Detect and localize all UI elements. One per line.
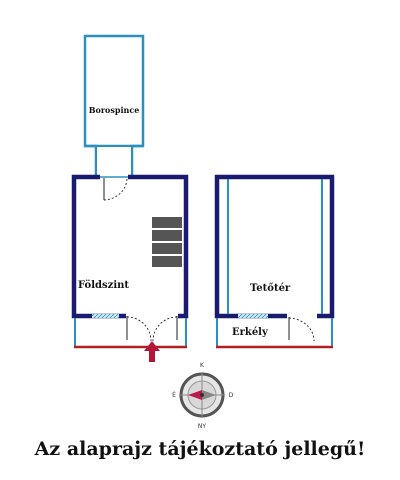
stairs-icon [152,217,182,267]
balcony-door [288,317,315,342]
compass-south-label: NY [198,423,206,430]
compass-rose-icon: K NY É D [172,362,234,430]
ground-floor-window [92,314,119,318]
cellar-label: Borospince [89,105,140,115]
attic-window [238,314,268,318]
compass-north-label: K [200,362,205,369]
cellar-room: Borospince [83,34,145,176]
attic-label: Tetőtér [250,283,291,294]
attic-room: Tetőtér [214,174,335,342]
disclaimer-note: Az alaprajz tájékoztató jellegű! [34,438,366,460]
compass-west-label: É [172,391,176,399]
entrance-door [126,316,178,342]
cellar-door [103,177,128,201]
balcony-label: Erkély [232,327,269,338]
balcony-area: Erkély [216,318,333,349]
ground-floor-room: Földszint [71,174,189,362]
ground-floor-label: Földszint [78,280,129,291]
entrance-arrow-icon [144,341,160,362]
compass-east-label: D [229,392,234,399]
